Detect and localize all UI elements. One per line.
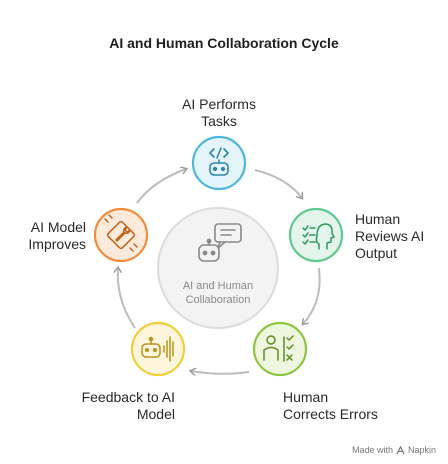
step-node-human-corrects-errors [252, 321, 308, 377]
arrow-2-to-3 [303, 267, 321, 324]
arrow-1-to-2 [254, 169, 302, 198]
diagram-title: AI and Human Collaboration Cycle [109, 35, 339, 51]
arrow-4-to-5 [118, 268, 136, 329]
step-node-ai-performs-tasks [191, 135, 247, 191]
watermark-prefix: Made with [351, 445, 393, 455]
chip-wrench-icon [104, 214, 138, 252]
watermark: Made with Napkin [352, 445, 436, 455]
human-corrects-icon [263, 335, 294, 362]
step-node-human-reviews-output [288, 207, 344, 263]
robot-code-icon [209, 147, 229, 176]
napkin-logo-icon [396, 445, 405, 454]
step-node-ai-model-improves [93, 207, 149, 263]
watermark-brand: Napkin [407, 445, 436, 455]
robot-chat-icon [198, 223, 242, 262]
arrow-3-to-4 [191, 371, 250, 374]
robot-feedback-icon [141, 336, 174, 362]
human-head-checklist-icon [302, 223, 335, 250]
step-node-feedback-to-ai [130, 321, 186, 377]
center-node [157, 207, 279, 329]
arrow-5-to-1 [136, 169, 186, 204]
